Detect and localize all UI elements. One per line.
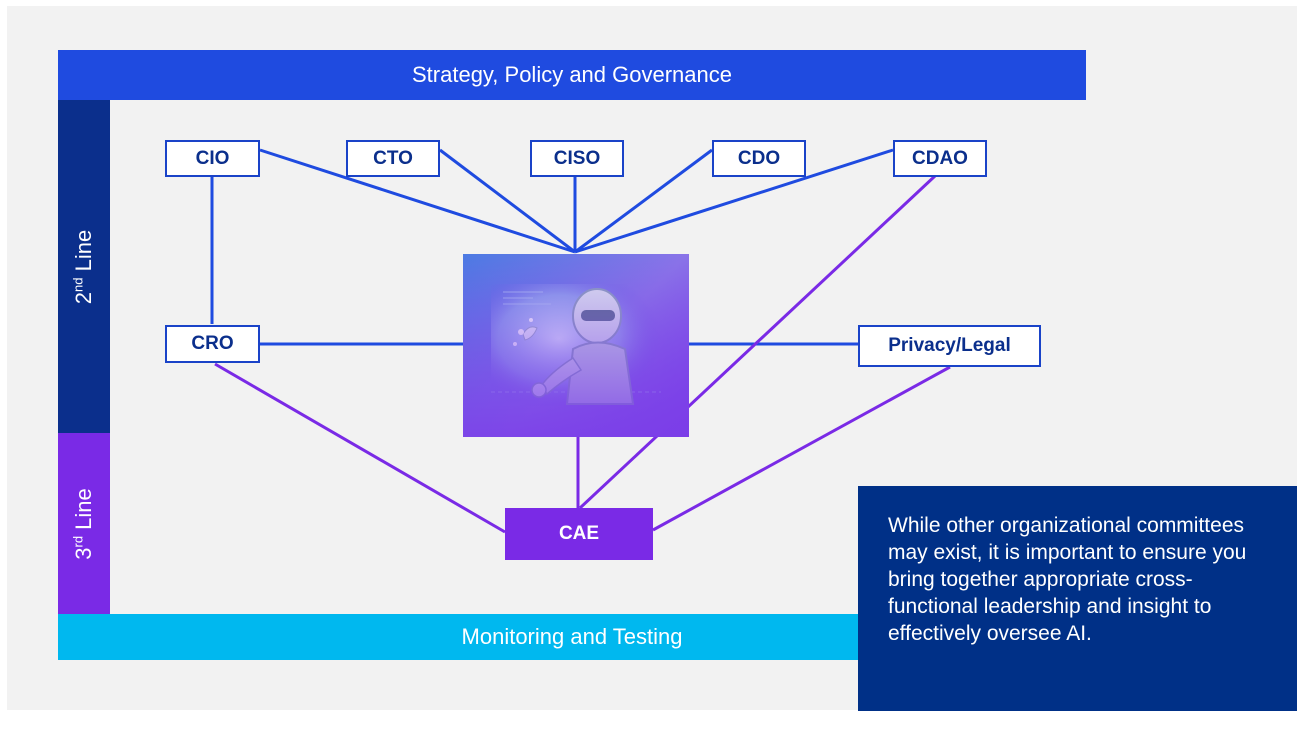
oversight-note: While other organizational committees ma… <box>858 486 1297 711</box>
role-cdo: CDO <box>712 140 806 177</box>
link-privacy-cae <box>652 365 951 532</box>
role-ciso: CISO <box>530 140 624 177</box>
link-cio-hub <box>259 148 576 254</box>
role-cto: CTO <box>346 140 440 177</box>
role-cio: CIO <box>165 140 260 177</box>
link-cro-cae <box>214 362 506 534</box>
link-cdo-hub <box>574 148 713 254</box>
strategy-policy-governance-band: Strategy, Policy and Governance <box>58 50 1086 100</box>
role-cro: CRO <box>165 325 260 363</box>
link-cdao-cae <box>578 174 937 510</box>
second-line-bar: 2nd Line <box>58 100 110 433</box>
oversight-note-text: While other organizational committees ma… <box>888 514 1247 645</box>
role-privacy-legal: Privacy/Legal <box>858 325 1041 367</box>
role-cdao: CDAO <box>893 140 987 177</box>
link-cdao-hub <box>574 148 894 254</box>
link-cto-hub <box>439 148 576 254</box>
ai-robot-image <box>463 254 689 437</box>
third-line-bar: 3rd Line <box>58 433 110 614</box>
role-cae: CAE <box>505 508 653 560</box>
